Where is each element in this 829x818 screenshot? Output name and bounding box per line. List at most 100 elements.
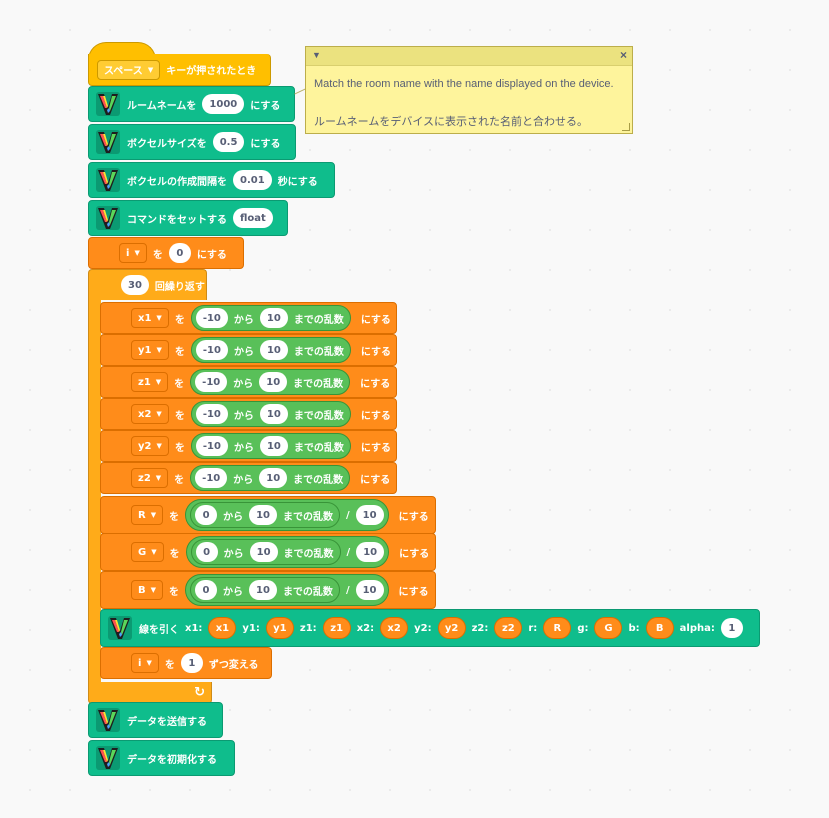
variable-dropdown[interactable]: B▼ (131, 580, 164, 600)
variable-name: y1 (138, 344, 152, 356)
chevron-down-icon: ▼ (150, 586, 157, 594)
set-x1-random-block[interactable]: x1▼ を -10 から 10 までの乱数 にする (100, 302, 397, 334)
voxel-size-input[interactable]: 0.5 (212, 132, 245, 152)
command-label: コマンドをセットする (127, 214, 227, 226)
random-to-input[interactable]: 10 (259, 436, 288, 456)
variable-dropdown[interactable]: x2▼ (131, 404, 169, 424)
wo-label: を (174, 474, 185, 486)
set-i-value[interactable]: 0 (168, 243, 191, 263)
interval-input[interactable]: 0.01 (233, 170, 272, 190)
set-r-random-block[interactable]: R▼ を 0 から 10 までの乱数 / 10 にする (100, 496, 436, 534)
change-i-block[interactable]: i▼ を 1 ずつ変える (100, 647, 272, 679)
variable-dropdown[interactable]: y2▼ (131, 436, 169, 456)
send-data-block[interactable]: データを送信する (88, 702, 223, 738)
random-to-input[interactable]: 10 (259, 340, 288, 360)
random-operator[interactable]: -10 から 10 までの乱数 (190, 305, 351, 331)
chevron-down-icon: ▼ (155, 474, 162, 482)
random-from-input[interactable]: -10 (195, 404, 228, 424)
set-i-block[interactable]: i▼ を 0 にする (88, 237, 244, 269)
repeat-block-top[interactable]: 30 回繰り返す (88, 269, 207, 300)
random-operator[interactable]: -10 から 10 までの乱数 (190, 401, 351, 427)
repeat-count-input[interactable]: 30 (121, 275, 149, 295)
comment-header[interactable]: ▼ × (306, 47, 632, 66)
variable-dropdown[interactable]: x1▼ (131, 308, 169, 328)
room-name-input[interactable]: 1000 (202, 94, 245, 114)
set-room-name-block[interactable]: ルームネームを 1000 にする (88, 86, 295, 122)
random-operator[interactable]: -10 から 10 までの乱数 (190, 369, 351, 395)
random-from-input[interactable]: 0 (195, 542, 218, 562)
random-operator[interactable]: 0 から 10 までの乱数 (190, 539, 341, 565)
set-z2-random-block[interactable]: z2▼ を -10 から 10 までの乱数 にする (100, 462, 397, 494)
variable-dropdown[interactable]: i▼ (131, 653, 159, 673)
variable-dropdown[interactable]: z1▼ (131, 372, 169, 392)
random-operator[interactable]: -10 から 10 までの乱数 (190, 433, 351, 459)
variable-dropdown[interactable]: G▼ (131, 542, 164, 562)
arg-g-reporter[interactable]: G (594, 617, 623, 639)
random-operator[interactable]: -10 から 10 までの乱数 (190, 465, 351, 491)
close-icon[interactable]: × (619, 48, 627, 62)
change-i-label: を (164, 659, 175, 671)
set-x2-random-block[interactable]: x2▼ を -10 から 10 までの乱数 にする (100, 398, 397, 430)
kara-label: から (223, 511, 244, 523)
set-interval-block[interactable]: ボクセルの作成間隔を 0.01 秒にする (88, 162, 335, 198)
set-y2-random-block[interactable]: y2▼ を -10 から 10 までの乱数 にする (100, 430, 397, 462)
arg-x1-reporter[interactable]: x1 (208, 617, 237, 639)
set-command-block[interactable]: コマンドをセットする float (88, 200, 288, 236)
random-to-input[interactable]: 10 (249, 505, 278, 525)
arg-z1-reporter[interactable]: z1 (322, 617, 351, 639)
resize-handle-icon[interactable] (622, 123, 630, 131)
arg-y1-reporter[interactable]: y1 (265, 617, 294, 639)
random-to-input[interactable]: 10 (249, 542, 278, 562)
variable-dropdown[interactable]: z2▼ (131, 468, 169, 488)
divide-operator[interactable]: 0 から 10 までの乱数 / 10 (185, 574, 389, 606)
comment-body[interactable]: Match the room name with the name displa… (306, 66, 632, 141)
wo-label: を (169, 548, 180, 560)
set-y1-random-block[interactable]: y1▼ を -10 から 10 までの乱数 にする (100, 334, 397, 366)
set-b-random-block[interactable]: B▼ を 0 から 10 までの乱数 / 10 にする (100, 571, 436, 609)
key-dropdown[interactable]: スペース▼ (97, 59, 161, 80)
divide-operator[interactable]: 0 から 10 までの乱数 / 10 (185, 536, 390, 568)
when-key-pressed-block[interactable]: スペース▼ キーが押されたとき (88, 54, 271, 86)
random-to-input[interactable]: 10 (259, 372, 288, 392)
random-label: までの乱数 (293, 314, 344, 326)
comment-note[interactable]: ▼ × Match the room name with the name di… (305, 46, 633, 134)
random-from-input[interactable]: -10 (195, 372, 228, 392)
random-operator[interactable]: 0 から 10 までの乱数 (190, 577, 340, 603)
command-input[interactable]: float (233, 208, 273, 228)
divisor-input[interactable]: 10 (356, 542, 385, 562)
comment-line-english: Match the room name with the name displa… (314, 78, 614, 90)
set-voxel-size-block[interactable]: ボクセルサイズを 0.5 にする (88, 124, 296, 160)
set-g-random-block[interactable]: G▼ を 0 から 10 までの乱数 / 10 にする (100, 533, 436, 571)
random-from-input[interactable]: -10 (195, 468, 228, 488)
arg-x2-reporter[interactable]: x2 (380, 617, 409, 639)
random-to-input[interactable]: 10 (249, 580, 277, 600)
random-to-input[interactable]: 10 (259, 468, 288, 488)
change-i-value[interactable]: 1 (180, 653, 203, 673)
random-to-input[interactable]: 10 (259, 308, 288, 328)
arg-b-reporter[interactable]: B (645, 617, 674, 639)
arg-r-reporter[interactable]: R (543, 617, 572, 639)
arg-y2-reporter[interactable]: y2 (437, 617, 466, 639)
random-from-input[interactable]: 0 (195, 580, 218, 600)
divide-operator[interactable]: 0 から 10 までの乱数 / 10 (185, 499, 389, 531)
divisor-input[interactable]: 10 (355, 580, 384, 600)
init-data-block[interactable]: データを初期化する (88, 740, 235, 776)
suffix-label: にする (398, 586, 429, 598)
random-to-input[interactable]: 10 (259, 404, 288, 424)
random-operator[interactable]: 0 から 10 までの乱数 (190, 502, 341, 528)
random-from-input[interactable]: -10 (195, 340, 228, 360)
random-from-input[interactable]: -10 (195, 308, 228, 328)
set-z1-random-block[interactable]: z1▼ を -10 から 10 までの乱数 にする (100, 366, 397, 398)
variable-dropdown[interactable]: R▼ (131, 505, 164, 525)
divisor-input[interactable]: 10 (355, 505, 384, 525)
random-from-input[interactable]: -10 (195, 436, 228, 456)
collapse-arrow-icon[interactable]: ▼ (312, 50, 321, 60)
variable-dropdown[interactable]: i▼ (119, 243, 147, 263)
variable-dropdown[interactable]: y1▼ (131, 340, 169, 360)
random-from-input[interactable]: 0 (195, 505, 218, 525)
arg-z2-reporter[interactable]: z2 (494, 617, 523, 639)
alpha-input[interactable]: 1 (720, 618, 743, 638)
comment-line-japanese: ルームネームをデバイスに表示された名前と合わせる。 (314, 116, 589, 128)
draw-line-block[interactable]: 線を引く x1: x1 y1: y1 z1: z1 x2: x2 y2: y2 … (100, 609, 760, 647)
random-operator[interactable]: -10 から 10 までの乱数 (190, 337, 351, 363)
